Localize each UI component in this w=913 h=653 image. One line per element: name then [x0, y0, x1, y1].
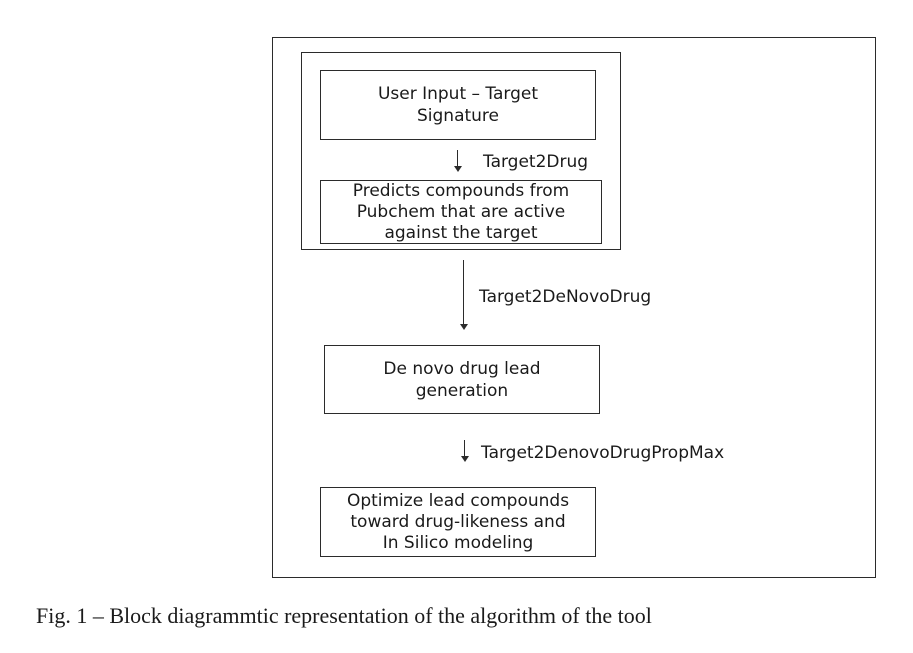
arrow-head-icon: [454, 166, 462, 172]
figure-caption: Fig. 1 – Block diagrammtic representatio…: [36, 603, 652, 628]
edge-label-target2drug: Target2Drug: [483, 152, 589, 172]
node-de-novo: De novo drug lead generation: [324, 345, 600, 414]
edge-label-target2denovodrug: Target2DeNovoDrug: [479, 287, 652, 307]
edge-label-target2denovodrugpropmax: Target2DenovoDrugPropMax: [481, 443, 725, 463]
node-user-input: User Input – Target Signature: [320, 70, 596, 140]
node-optimize: Optimize lead compounds toward drug-like…: [320, 487, 596, 557]
outer-frame: [272, 37, 876, 578]
inner-group-frame: [301, 52, 621, 250]
node-de-novo-label: De novo drug lead generation: [383, 358, 541, 401]
arrow-target2denovodrug: [458, 260, 470, 330]
node-optimize-label: Optimize lead compounds toward drug-like…: [346, 490, 570, 553]
node-predicts-label: Predicts compounds from Pubchem that are…: [352, 180, 570, 243]
arrow-target2drug: [452, 150, 464, 172]
arrow-target2denovodrugpropmax: [459, 440, 471, 462]
node-user-input-label: User Input – Target Signature: [377, 84, 539, 126]
node-predicts: Predicts compounds from Pubchem that are…: [320, 180, 602, 244]
arrow-head-icon: [460, 324, 468, 330]
arrow-head-icon: [461, 456, 469, 462]
